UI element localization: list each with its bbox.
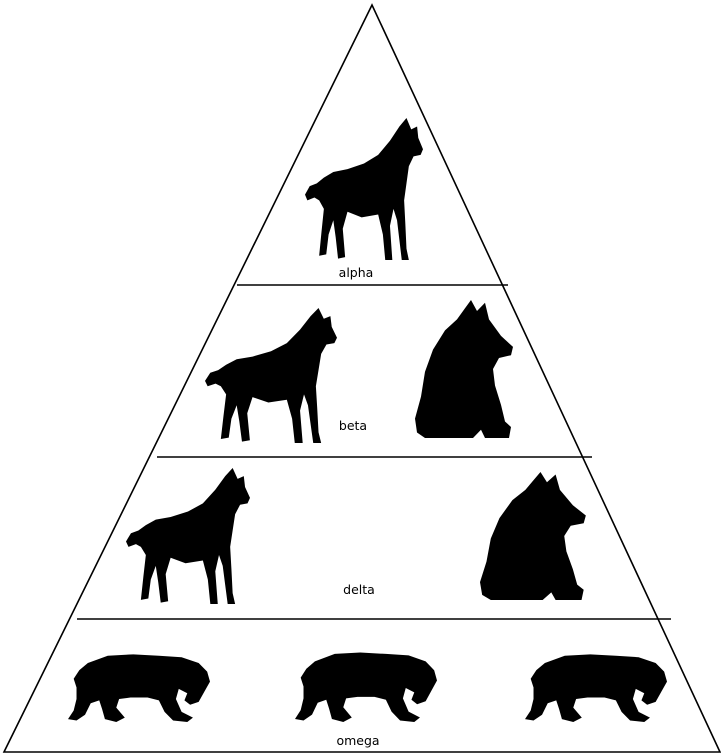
- tier-label-beta: beta: [339, 418, 367, 433]
- pyramid-outline: [4, 5, 720, 752]
- tier-label-delta: delta: [343, 582, 375, 597]
- tier-label-alpha: alpha: [339, 265, 374, 280]
- tier-label-omega: omega: [336, 733, 379, 748]
